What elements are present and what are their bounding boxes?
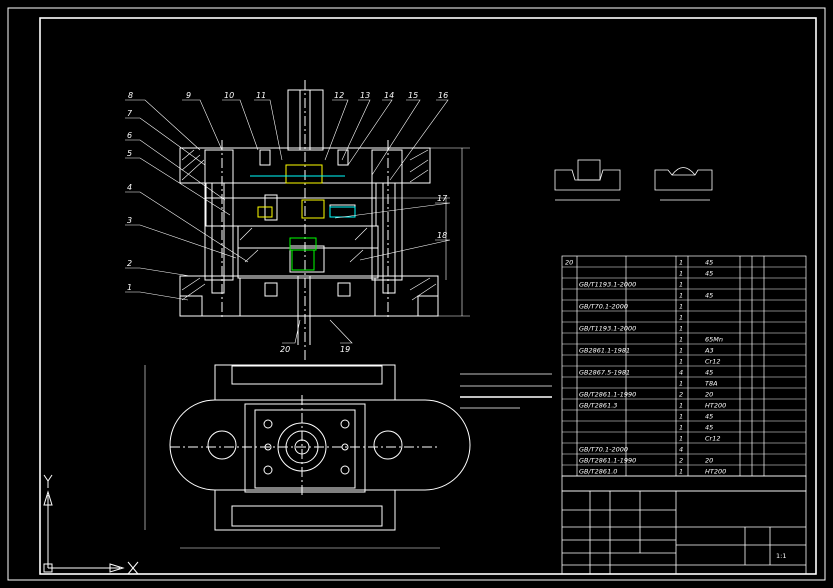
tech-requirements	[460, 373, 552, 409]
leader-left-3: 3	[127, 216, 132, 225]
parts-cell-code: GB2867.5-1981	[579, 369, 630, 377]
parts-cell-qty: 1	[679, 358, 683, 366]
parts-cell-material: Cr12	[705, 358, 720, 366]
ucs-icon	[43, 474, 139, 575]
leader-top-8: 8	[128, 91, 133, 100]
section-color-details	[250, 164, 356, 271]
parts-cell-qty: 2	[679, 391, 683, 399]
leader-left-7: 7	[127, 109, 133, 118]
parts-cell-qty: 1	[679, 336, 683, 344]
leader-bottom-20: 20	[280, 345, 290, 354]
parts-cell-code: GB/T2861.1-1990	[579, 457, 636, 465]
parts-cell-code: GB/T70.1-2000	[579, 303, 628, 311]
parts-cell-material: 45	[705, 259, 713, 267]
leader-top-10: 10	[224, 91, 234, 100]
title-block-grid	[561, 475, 807, 575]
parts-cell-material: 65Mn	[705, 336, 723, 344]
parts-cell-qty: 1	[679, 292, 683, 300]
leader-top-13: 13	[360, 91, 370, 100]
parts-cell-material: 45	[705, 270, 713, 278]
leader-lines	[125, 99, 451, 344]
parts-cell-qty: 1	[679, 424, 683, 432]
parts-cell-code: GB/T1193.1-2000	[579, 325, 636, 333]
parts-cell-code: GB/T70.1-2000	[579, 446, 628, 454]
parts-cell-qty: 1	[679, 380, 683, 388]
section-view	[179, 80, 439, 360]
parts-cell-qty: 1	[679, 270, 683, 278]
parts-cell-qty: 1	[679, 347, 683, 355]
leader-left-4: 4	[127, 183, 132, 192]
parts-cell-material: A3	[704, 347, 714, 355]
leader-bottom-19: 19	[340, 345, 350, 354]
leader-top-14: 14	[384, 91, 394, 100]
parts-cell-material: 45	[705, 413, 713, 421]
leader-left-5: 5	[127, 149, 132, 158]
parts-cell-material: 20	[705, 391, 713, 399]
parts-cell-qty: 1	[679, 281, 683, 289]
parts-cell-code: GB/T2861.1-1990	[579, 391, 636, 399]
parts-cell-qty: 1	[679, 303, 683, 311]
inner-frame	[39, 17, 817, 575]
plan-view	[144, 364, 471, 549]
parts-cell-material: 45	[705, 424, 713, 432]
scale-value: 1:1	[776, 552, 786, 560]
parts-cell-qty: 1	[679, 259, 683, 267]
leader-top-11: 11	[256, 91, 266, 100]
parts-cell-qty: 1	[679, 435, 683, 443]
leader-top-15: 15	[408, 91, 418, 100]
part-sketch-right	[654, 167, 713, 201]
parts-cell-code: GB/T1193.1-2000	[579, 281, 636, 289]
parts-cell-material: 45	[705, 292, 713, 300]
outer-frame	[7, 7, 826, 581]
parts-cell-qty: 1	[679, 314, 683, 322]
section-dimensions	[375, 147, 470, 317]
parts-cell-material: HT200	[705, 402, 726, 410]
leader-left-2: 2	[127, 259, 132, 268]
parts-cell-qty: 1	[679, 413, 683, 421]
parts-cell-qty: 4	[679, 446, 683, 454]
parts-cell-qty: 2	[679, 457, 683, 465]
leader-right-17: 17	[437, 194, 448, 203]
section-hatching	[181, 149, 437, 301]
parts-cell-qty: 4	[679, 369, 683, 377]
parts-cell-material: T8A	[705, 380, 718, 388]
leader-top-9: 9	[186, 91, 191, 100]
parts-cell-material: HT200	[705, 468, 726, 476]
parts-cell-code: GB/T2861.3	[579, 402, 617, 410]
parts-cell-code: GB/T2861.0	[579, 468, 617, 476]
parts-cell-material: Cr12	[705, 435, 720, 443]
leader-right-18: 18	[437, 231, 447, 240]
part-sketch-left	[554, 159, 621, 201]
parts-cell-material: 45	[705, 369, 713, 377]
leader-top-12: 12	[334, 91, 344, 100]
parts-cell-material: 20	[705, 457, 713, 465]
parts-cell-code: GB2861.1-1981	[579, 347, 630, 355]
leader-left-1: 1	[127, 283, 132, 292]
leader-top-16: 16	[438, 91, 448, 100]
parts-cell-qty: 1	[679, 325, 683, 333]
leader-numbers: 8 9 10 11 12 13 14 15 16 7 6 5 4 3 2 1 1…	[127, 91, 448, 354]
leader-left-6: 6	[127, 131, 132, 140]
parts-cell-qty: 1	[679, 402, 683, 410]
parts-cell-qty: 1	[679, 468, 683, 476]
parts-cell-no: 20	[565, 259, 573, 267]
